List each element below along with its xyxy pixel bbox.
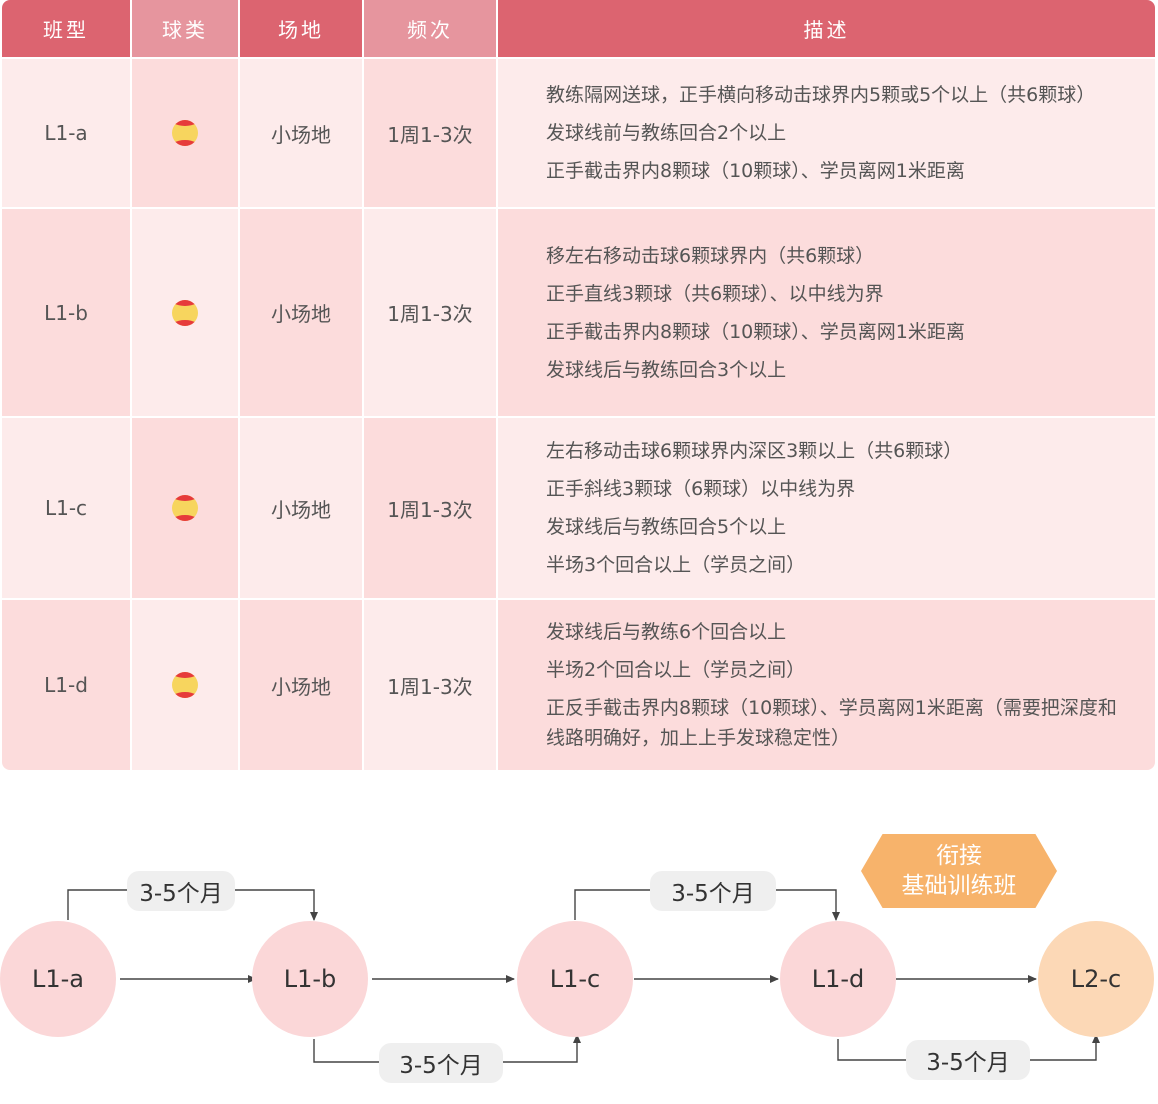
description-line: 正手截击界内8颗球（10颗球）、学员离网1米距离 (546, 160, 965, 182)
node-l1b: L1-b (252, 921, 368, 1037)
header-frequency: 频次 (364, 0, 496, 57)
header-ball: 球类 (132, 0, 238, 57)
tennis-ball-icon (172, 120, 198, 146)
row-2-level: L1-b (2, 209, 130, 416)
tennis-ball-icon (172, 672, 198, 698)
row-2-description: 移左右移动击球6颗球界内（共6颗球） 正手直线3颗球（共6颗球）、以中线为界 正… (498, 209, 1155, 416)
node-l1d: L1-d (780, 921, 896, 1037)
bridge-label-line-2: 基础训练班 (901, 873, 1017, 899)
description-line: 发球线后与教练6个回合以上 (546, 621, 787, 643)
row-2-ball (132, 209, 238, 416)
description-line: 发球线后与教练回合3个以上 (546, 358, 787, 381)
tennis-ball-icon (172, 495, 198, 521)
bridge-label-line-1: 衔接 (936, 843, 982, 869)
description-line: 半场2个回合以上（学员之间） (546, 659, 806, 681)
tennis-ball-icon (172, 299, 198, 326)
row-3-description: 左右移动击球6颗球界内深区3颗以上（共6颗球） 正手斜线3颗球（6颗球）以中线为… (498, 418, 1155, 598)
description-line: 正手斜线3颗球（6颗球）以中线为界 (546, 478, 856, 500)
description-line: 正反手截击界内8颗球（10颗球）、学员离网1米距离（需要把深度和线路明确好，加上… (546, 697, 1117, 749)
header-court: 场地 (240, 0, 362, 57)
duration-label-2: 3-5个月 (650, 871, 776, 911)
node-l1c: L1-c (517, 921, 633, 1037)
description-line: 半场3个回合以上（学员之间） (546, 554, 806, 576)
row-4-description: 发球线后与教练6个回合以上 半场2个回合以上（学员之间） 正反手截击界内8颗球（… (498, 600, 1155, 770)
row-4-court: 小场地 (240, 600, 362, 770)
node-l2c: L2-c (1038, 921, 1154, 1037)
duration-label-4: 3-5个月 (906, 1040, 1030, 1080)
row-2-frequency: 1周1-3次 (364, 209, 496, 416)
description-line: 移左右移动击球6颗球界内（共6颗球） (546, 244, 875, 267)
row-3-court: 小场地 (240, 418, 362, 598)
row-1-level: L1-a (2, 59, 130, 207)
row-4-level: L1-d (2, 600, 130, 770)
row-3-level: L1-c (2, 418, 130, 598)
description-line: 左右移动击球6颗球界内深区3颗以上（共6颗球） (546, 440, 963, 462)
row-2-court: 小场地 (240, 209, 362, 416)
duration-label-3: 3-5个月 (379, 1043, 503, 1083)
row-1-ball (132, 59, 238, 207)
row-4-ball (132, 600, 238, 770)
description-line: 发球线前与教练回合2个以上 (546, 122, 787, 144)
description-line: 正手截击界内8颗球（10颗球）、学员离网1米距离 (546, 320, 965, 343)
header-description: 描述 (498, 0, 1155, 57)
description-line: 正手直线3颗球（共6颗球）、以中线为界 (546, 282, 884, 305)
row-4-frequency: 1周1-3次 (364, 600, 496, 770)
description-line: 发球线后与教练回合5个以上 (546, 516, 787, 538)
row-1-frequency: 1周1-3次 (364, 59, 496, 207)
description-line: 教练隔网送球，正手横向移动击球界内5颗或5个以上（共6颗球） (546, 84, 1096, 106)
row-1-court: 小场地 (240, 59, 362, 207)
header-level: 班型 (2, 0, 130, 57)
row-3-frequency: 1周1-3次 (364, 418, 496, 598)
bridge-class-badge: 衔接 基础训练班 (861, 834, 1057, 908)
row-1-description: 教练隔网送球，正手横向移动击球界内5颗或5个以上（共6颗球） 发球线前与教练回合… (498, 59, 1155, 207)
duration-label-1: 3-5个月 (127, 871, 235, 911)
node-l1a: L1-a (0, 921, 116, 1037)
training-level-table: 班型 球类 场地 频次 描述 L1-a 小场地 1周1-3次 教练隔网送球，正手… (2, 0, 1155, 770)
row-3-ball (132, 418, 238, 598)
